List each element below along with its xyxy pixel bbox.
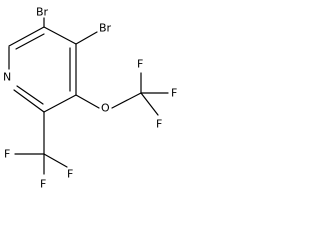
bond-c5-c4 [43, 26, 77, 45]
bond-cf3-f-bottom [140, 92, 159, 116]
bond-c6-c5-double [15, 33, 45, 50]
atom-fluorine-bottom: F [156, 118, 162, 131]
atom-fluorine-lower-center: F [40, 178, 46, 191]
atom-oxygen: O [101, 102, 110, 115]
bond-c2-n-double [16, 85, 44, 105]
atom-br-right: Br [99, 22, 112, 35]
bond-o-cf3 [111, 92, 142, 109]
atom-br-top: Br [36, 6, 49, 19]
atom-fluorine-top: F [137, 58, 143, 71]
bond-c3-o [75, 94, 100, 109]
atom-nitrogen: N [3, 71, 11, 84]
atom-fluorine-lower-right: F [67, 168, 73, 181]
atom-fluorine-right: F [171, 87, 177, 100]
bond-cf3b-f-lower-right [43, 153, 68, 168]
bond-c6-c5 [8, 26, 45, 47]
structure-diagram: Br Br N O F F F F F F [3, 6, 177, 191]
atom-fluorine-left: F [4, 148, 10, 161]
bond-c4-br [75, 31, 98, 45]
bond-c3-c2 [43, 94, 77, 113]
bond-c2-n [13, 89, 45, 113]
